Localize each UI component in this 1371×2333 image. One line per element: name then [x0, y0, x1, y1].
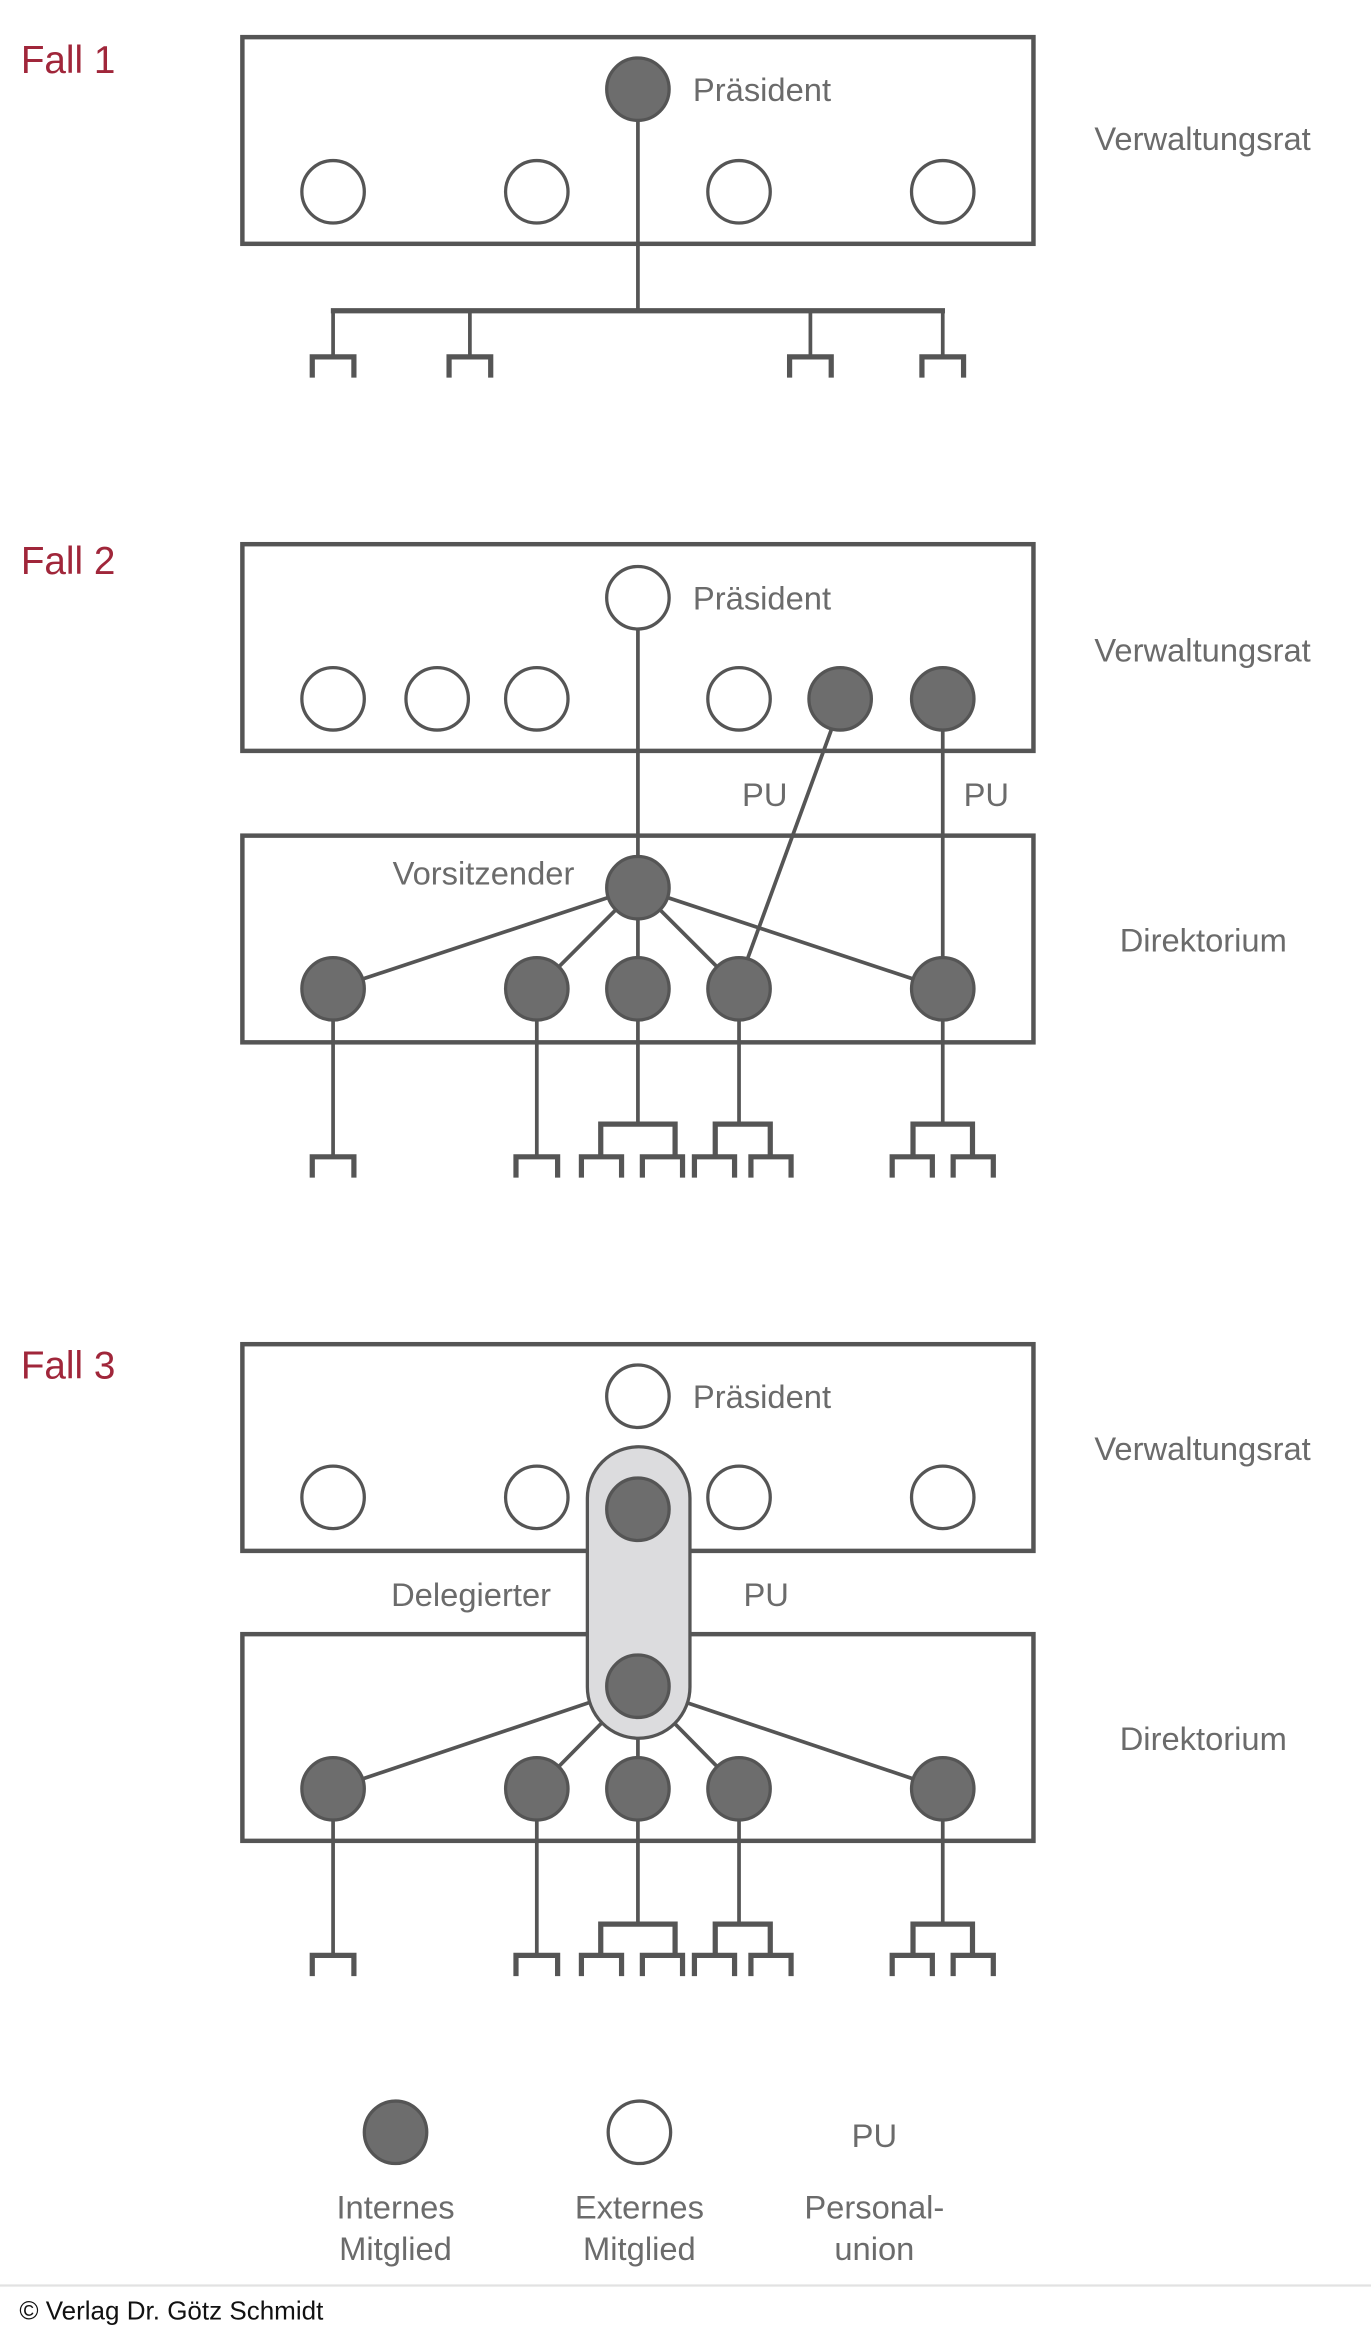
legend-pu-abbr: PU — [852, 2117, 897, 2154]
legend-internal-line2: Mitglied — [339, 2230, 452, 2267]
case-1-board-label: Verwaltungsrat — [1094, 120, 1310, 157]
case-3-pu-label: PU — [743, 1576, 788, 1613]
case-1-board-member — [503, 158, 570, 225]
footer-copyright: © Verlag Dr. Götz Schmidt — [19, 2296, 324, 2326]
case-3-delegate-directorate-node — [605, 1653, 671, 1720]
case-2-org-tree — [309, 1020, 996, 1178]
case-2-board-member — [909, 665, 976, 732]
case-3-org-tree — [309, 1820, 996, 1977]
case-1-president-label: Präsident — [693, 71, 831, 108]
case-1-board-member — [706, 158, 772, 225]
case-3-board-member — [706, 1464, 772, 1531]
case-1: Fall 1 Verwaltungsrat Präsident — [21, 34, 1311, 378]
case-3-board-member — [503, 1464, 570, 1531]
case-2-board-member — [706, 665, 772, 732]
case-2-board-member — [404, 665, 471, 732]
case-3-delegate-label: Delegierter — [391, 1576, 551, 1613]
case-2-chair-label: Vorsitzender — [393, 855, 575, 892]
case-3-board-member — [300, 1464, 366, 1531]
case-3-director — [605, 1755, 671, 1822]
case-3-board-label: Verwaltungsrat — [1094, 1430, 1310, 1467]
case-2-label: Fall 2 — [21, 540, 116, 583]
case-2-pu-label: PU — [964, 776, 1009, 813]
case-2-director — [300, 955, 366, 1022]
legend-pu-line1: Personal- — [804, 2189, 944, 2226]
case-3-board-member — [909, 1464, 976, 1531]
case-2-board-label: Verwaltungsrat — [1094, 632, 1310, 669]
case-3-director — [706, 1755, 772, 1822]
case-3-president-label: Präsident — [693, 1378, 831, 1415]
case-3-label: Fall 3 — [21, 1344, 116, 1387]
case-3-director — [300, 1755, 366, 1822]
case-2-president-label: Präsident — [693, 580, 831, 617]
case-1-board-member — [300, 158, 366, 225]
case-3-president-node — [605, 1363, 671, 1430]
case-2-director — [706, 955, 772, 1022]
case-1-board-member — [909, 158, 976, 225]
case-1-president-node — [605, 56, 671, 123]
case-2: Fall 2 Verwaltungsrat Direktorium PU PU … — [21, 540, 1311, 1178]
case-3-delegate-board-node — [605, 1476, 671, 1543]
legend-external-icon — [606, 2099, 673, 2166]
case-1-org-tree — [309, 308, 967, 378]
case-3-director — [503, 1755, 570, 1822]
legend-external-line1: Externes — [575, 2189, 704, 2226]
legend-pu-line2: union — [834, 2230, 914, 2267]
case-3-directorate-label: Direktorium — [1120, 1720, 1287, 1757]
case-2-director — [605, 955, 671, 1022]
case-3-director — [909, 1755, 976, 1822]
case-3: Fall 3 Verwaltungsrat Direktorium Präsid… — [21, 1341, 1311, 1977]
case-2-chair-node — [605, 854, 671, 921]
case-2-board-member — [503, 665, 570, 732]
legend: Internes Mitglied Externes Mitglied PU P… — [336, 2099, 944, 2267]
case-2-pu-label: PU — [742, 776, 787, 813]
legend-external-line2: Mitglied — [583, 2230, 696, 2267]
case-2-pu-line — [746, 729, 833, 959]
case-2-board-member — [807, 665, 874, 732]
case-2-director — [503, 955, 570, 1022]
case-2-president-node — [605, 564, 671, 631]
case-2-board-member — [300, 665, 366, 732]
case-2-directorate-label: Direktorium — [1120, 922, 1287, 959]
legend-internal-line1: Internes — [336, 2189, 454, 2226]
case-2-director — [909, 955, 976, 1022]
legend-internal-icon — [362, 2099, 429, 2166]
case-1-label: Fall 1 — [21, 39, 116, 82]
